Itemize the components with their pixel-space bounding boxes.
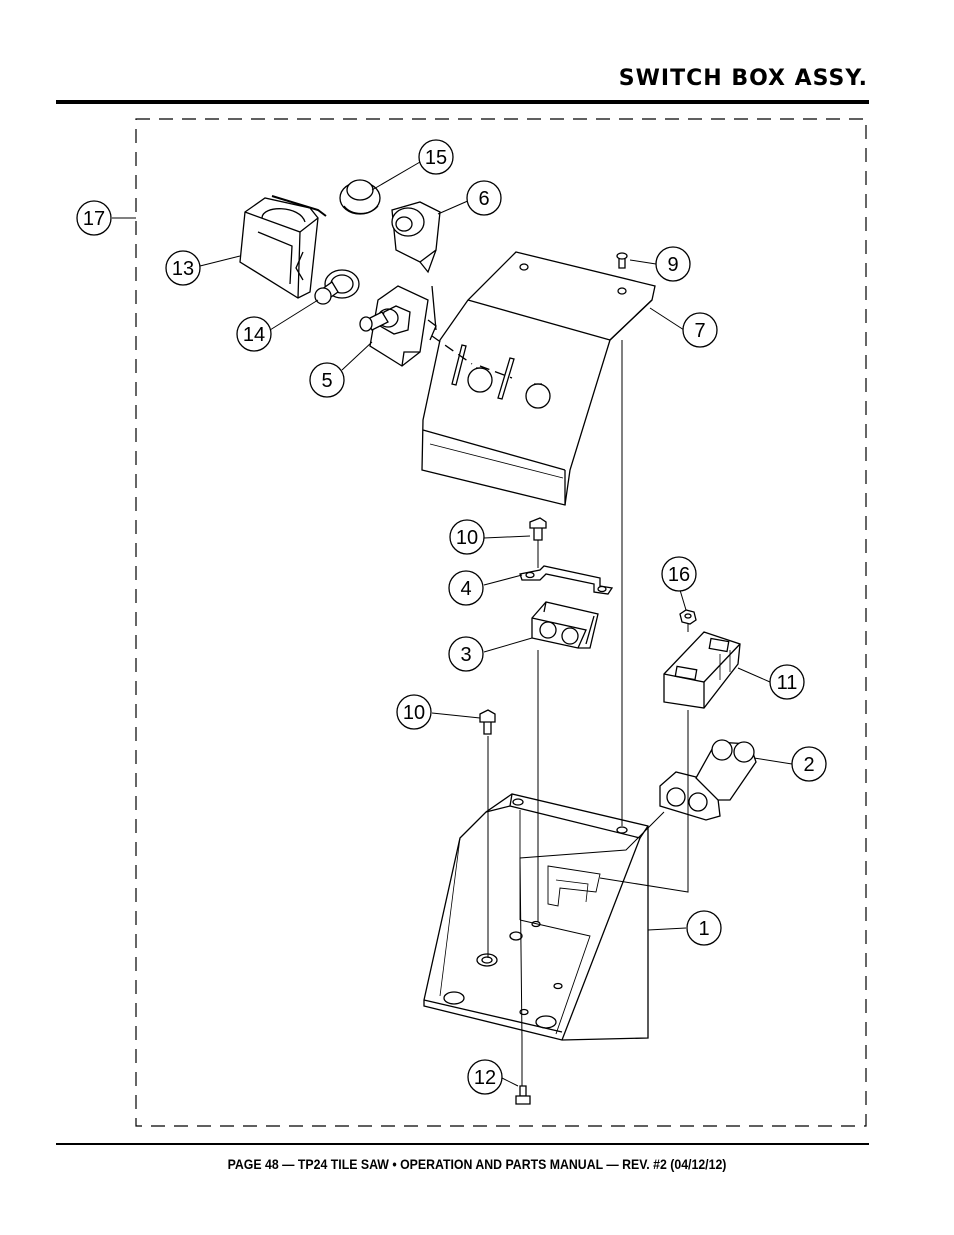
clamp-bracket (519, 565, 614, 595)
screw-small (616, 252, 628, 269)
push-button-cap (339, 179, 381, 215)
callout-17: 17 (76, 200, 112, 236)
callout-10-lower: 10 (396, 694, 432, 730)
callout-label: 11 (777, 672, 798, 694)
callout-16: 16 (661, 556, 697, 592)
footer-rule (56, 1143, 869, 1145)
callout-7: 7 (682, 312, 718, 348)
callout-1: 1 (686, 910, 722, 946)
callout-label: 2 (803, 754, 814, 776)
callout-9: 9 (655, 246, 691, 282)
callout-11: 11 (769, 664, 805, 700)
callout-label: 15 (425, 147, 447, 169)
header-rule (56, 100, 869, 104)
callout-6: 6 (466, 180, 502, 216)
callout-label: 14 (243, 324, 265, 346)
callout-label: 17 (83, 208, 105, 230)
screw-upper (529, 517, 547, 541)
callout-4: 4 (448, 570, 484, 606)
callout-label: 7 (694, 320, 705, 342)
part-callouts: 17 13 14 5 15 6 9 7 (76, 139, 827, 1095)
callout-14: 14 (236, 316, 272, 352)
cable-connector (659, 739, 757, 821)
callout-label: 16 (668, 564, 690, 586)
callout-12: 12 (467, 1059, 503, 1095)
page-title: SWITCH BOX ASSY. (618, 66, 868, 91)
push-button-switch (391, 201, 441, 274)
screw-bottom (515, 1040, 531, 1105)
assembly-boundary (135, 118, 867, 1127)
callout-label: 9 (667, 254, 678, 276)
callout-label: 10 (403, 702, 425, 724)
toggle-switch (359, 285, 437, 367)
callout-leaders (112, 161, 793, 1087)
callout-label: 10 (456, 527, 478, 549)
callout-2: 2 (791, 746, 827, 782)
callout-label: 4 (460, 578, 471, 600)
switch-box-housing (423, 793, 649, 1041)
callout-5: 5 (309, 362, 345, 398)
hex-nut (679, 609, 697, 625)
toggle-lever (314, 269, 360, 305)
screw-lower (479, 709, 496, 735)
cable-grommet (531, 601, 599, 649)
cover-plate (421, 251, 656, 506)
callout-label: 6 (478, 188, 489, 210)
callout-label: 1 (698, 918, 709, 940)
callout-10-upper: 10 (449, 519, 485, 555)
callout-13: 13 (165, 250, 201, 286)
assembly-alignment-lines (487, 340, 689, 1041)
callout-label: 12 (474, 1067, 496, 1089)
callout-3: 3 (448, 636, 484, 672)
callout-label: 3 (460, 644, 471, 666)
callout-label: 5 (321, 370, 332, 392)
terminal-block (663, 631, 741, 709)
page-footer: PAGE 48 — TP24 TILE SAW • OPERATION AND … (227, 1156, 727, 1172)
switch-guard (239, 195, 327, 299)
callout-15: 15 (418, 139, 454, 175)
callout-label: 13 (172, 258, 194, 280)
